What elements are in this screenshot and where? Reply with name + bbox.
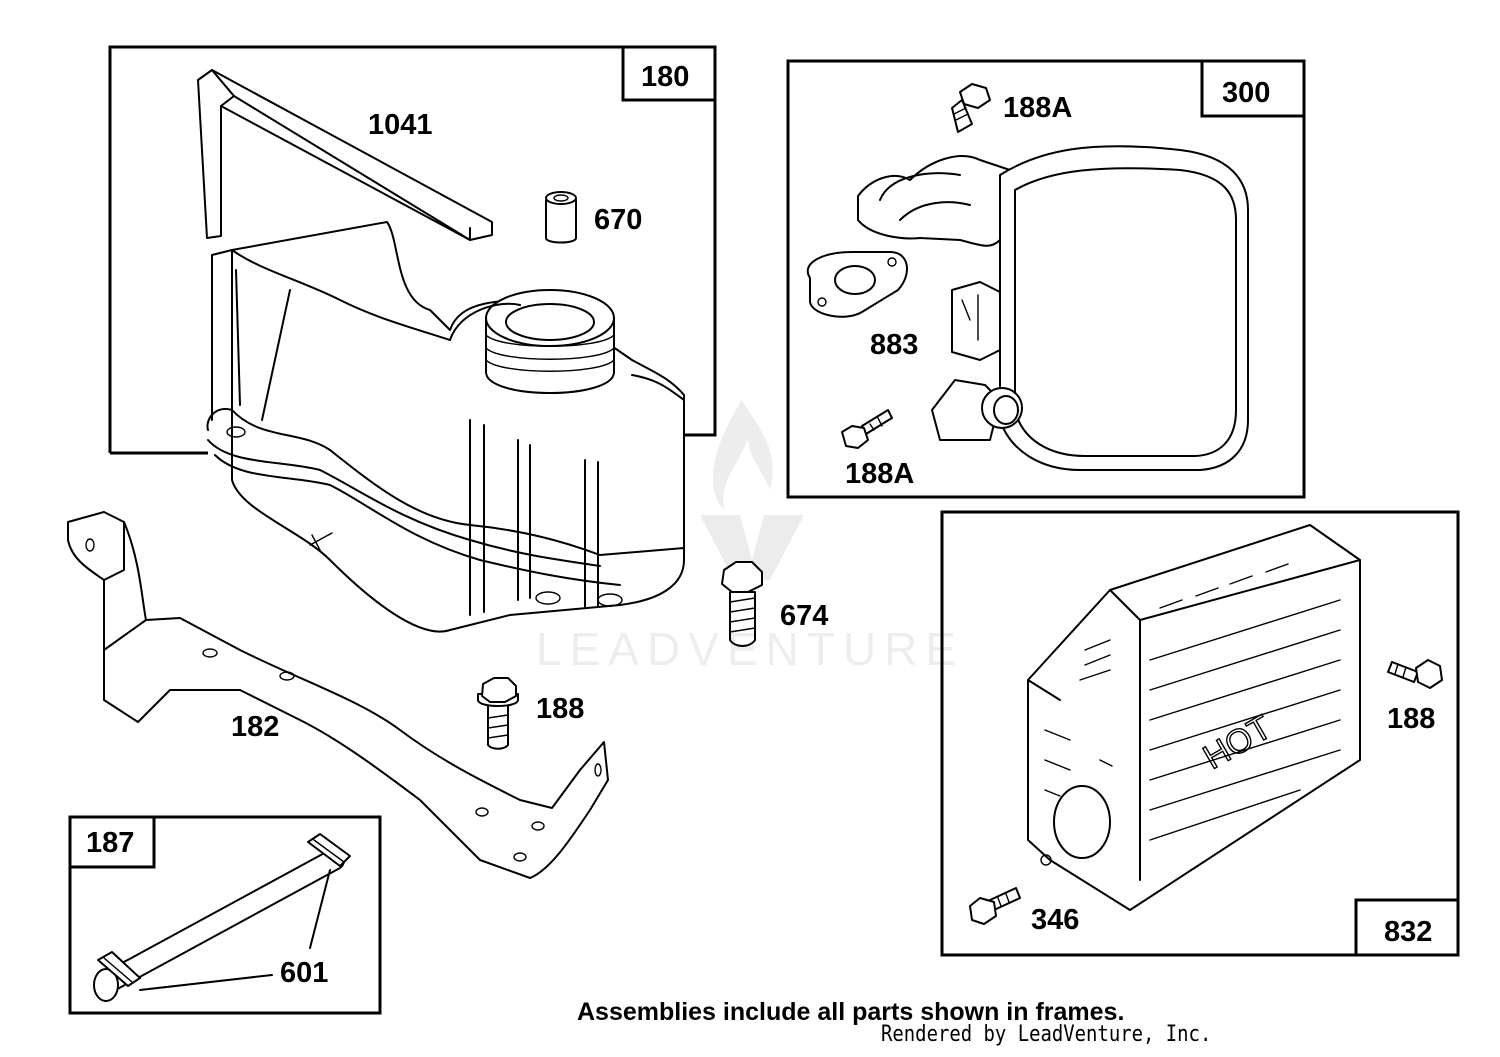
watermark-logo (700, 400, 804, 580)
frame-187-label: 187 (86, 827, 134, 859)
label-188a-bottom: 188A (845, 458, 914, 490)
frame-832-label: 832 (1384, 916, 1432, 948)
part-188a-screw-top (951, 83, 991, 133)
label-670: 670 (594, 204, 642, 236)
label-188a-top: 188A (1003, 92, 1072, 124)
part-188-screw-right (1387, 659, 1443, 689)
render-credit: Rendered by LeadVenture, Inc. (881, 1022, 1212, 1047)
part-182-bracket (67, 511, 609, 879)
frame-300-tag (1200, 59, 1306, 118)
muffler-guard: HOT (1027, 524, 1361, 911)
frame-832-tag (1354, 898, 1460, 957)
fuel-tank (206, 221, 685, 633)
part-1041-bracket (197, 69, 493, 241)
label-188-center: 188 (536, 693, 584, 725)
frame-187: 187 (68, 815, 382, 1015)
label-188-right: 188 (1387, 703, 1435, 735)
part-346-screw (969, 887, 1021, 925)
part-labels: 1041 670 188A 883 188A 674 182 188 188 3… (231, 92, 1435, 989)
frame-300-label: 300 (1222, 77, 1270, 109)
frame-187-tag (68, 815, 156, 869)
fuel-line (93, 833, 351, 1002)
label-601: 601 (280, 957, 328, 989)
label-674: 674 (780, 600, 828, 632)
part-188a-screw-bottom (841, 409, 893, 449)
label-883: 883 (870, 329, 918, 361)
frame-300: 300 (786, 59, 1306, 499)
part-674-screw (721, 561, 763, 647)
label-182: 182 (231, 711, 279, 743)
part-883-gasket (806, 251, 908, 318)
frame-180: 180 (108, 45, 717, 455)
label-346: 346 (1031, 904, 1079, 936)
part-188-screw-center (477, 677, 519, 750)
part-670-spacer (545, 191, 577, 244)
muffler (857, 145, 1249, 471)
frame-180-label: 180 (641, 61, 689, 93)
frame-832: 832 (940, 510, 1460, 957)
frame-180-tag (621, 45, 717, 102)
watermark-text: LEADVENTURE (536, 623, 964, 675)
assembly-note: Assemblies include all parts shown in fr… (577, 998, 1125, 1026)
label-1041: 1041 (368, 109, 433, 141)
